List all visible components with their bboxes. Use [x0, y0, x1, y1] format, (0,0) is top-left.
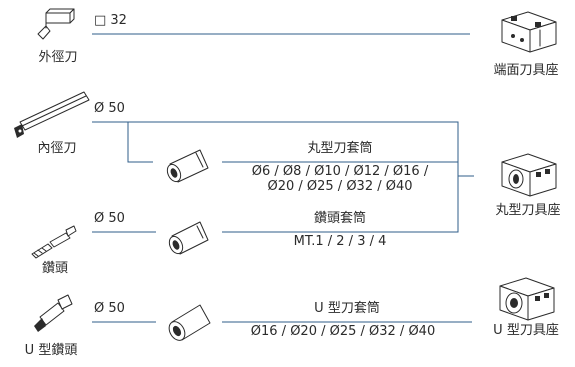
drill-spec: Ø 50 [94, 211, 125, 226]
drill-bit-icon [31, 225, 77, 259]
u-drill-label: U 型鑽頭 [24, 343, 78, 358]
face-holder-label: 端面刀具座 [493, 63, 559, 78]
round-sleeve-title: 丸型刀套筒 [307, 141, 373, 156]
round-sleeve-sizes: Ø6 / Ø8 / Ø10 / Ø12 / Ø16 / Ø20 / Ø25 / … [252, 164, 428, 194]
face-holder-icon [501, 11, 557, 53]
drill-label: 鑽頭 [41, 261, 69, 276]
round-holder-icon [501, 153, 557, 197]
round-holder-label: 丸型刀具座 [495, 203, 561, 218]
u-drill-spec: Ø 50 [94, 301, 125, 316]
u-sleeve-icon [168, 304, 211, 341]
u-holder-icon [499, 277, 555, 321]
round-sleeve-icon [166, 149, 209, 183]
round-sleeve-sizes-line-2: Ø20 / Ø25 / Ø32 / Ø40 [267, 179, 413, 194]
u-sleeve-title: U 型刀套筒 [314, 301, 380, 316]
id-tool-spec: Ø 50 [94, 101, 125, 116]
id-tool-to-holder-bracket [128, 121, 459, 233]
od-tool-spec: □ 32 [94, 13, 127, 28]
drill-sleeve-icon [168, 221, 209, 255]
drill-sleeve-sizes: MT.1 / 2 / 3 / 4 [293, 234, 387, 249]
drill-sleeve-title: 鑽頭套筒 [313, 211, 367, 226]
boring-bar-icon [14, 91, 90, 138]
od-tool-icon [37, 8, 75, 40]
u-sleeve-sizes: Ø16 / Ø20 / Ø25 / Ø32 / Ø40 [250, 324, 436, 339]
id-tool-label: 內徑刀 [37, 141, 77, 156]
od-tool-label: 外徑刀 [38, 50, 78, 65]
u-holder-label: U 型刀具座 [493, 323, 559, 338]
round-sleeve-sizes-line-1: Ø6 / Ø8 / Ø10 / Ø12 / Ø16 / [251, 164, 429, 179]
u-drill-icon [34, 294, 73, 332]
id-tool-to-sleeve-connector [92, 121, 153, 163]
